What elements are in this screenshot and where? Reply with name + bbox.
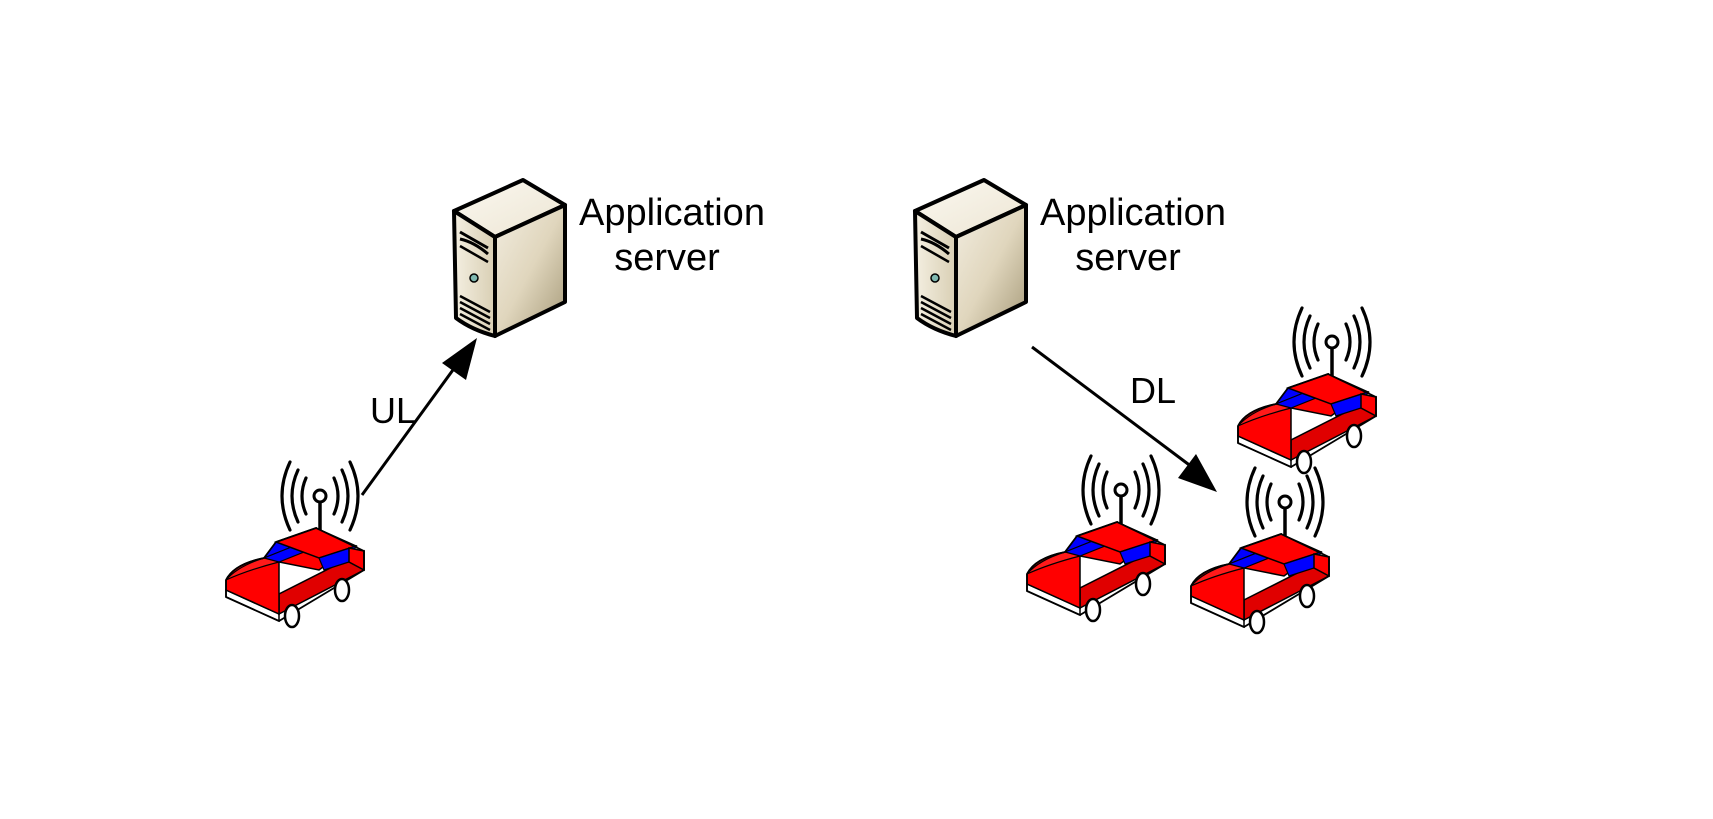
downlink-label: DL [1130,370,1176,411]
downlink-arrow [1031,345,1217,492]
uplink-panel: Application server UL [224,178,765,629]
downlink-server-label-line1: Application [1040,192,1226,234]
uplink-arrow [360,338,477,496]
uplink-server-icon [452,178,567,338]
downlink-car-icon-left [1025,454,1167,623]
downlink-server-label-line2: server [1075,237,1181,279]
uplink-server-label-line2: server [614,237,720,279]
downlink-panel: Application server DL [913,178,1378,635]
uplink-server-label-line1: Application [579,192,765,234]
downlink-server-icon [913,178,1028,338]
downlink-car-icon-right [1189,466,1331,635]
downlink-car-icon-top [1236,306,1378,475]
uplink-label: UL [370,390,416,431]
uplink-car-icon [224,460,366,629]
